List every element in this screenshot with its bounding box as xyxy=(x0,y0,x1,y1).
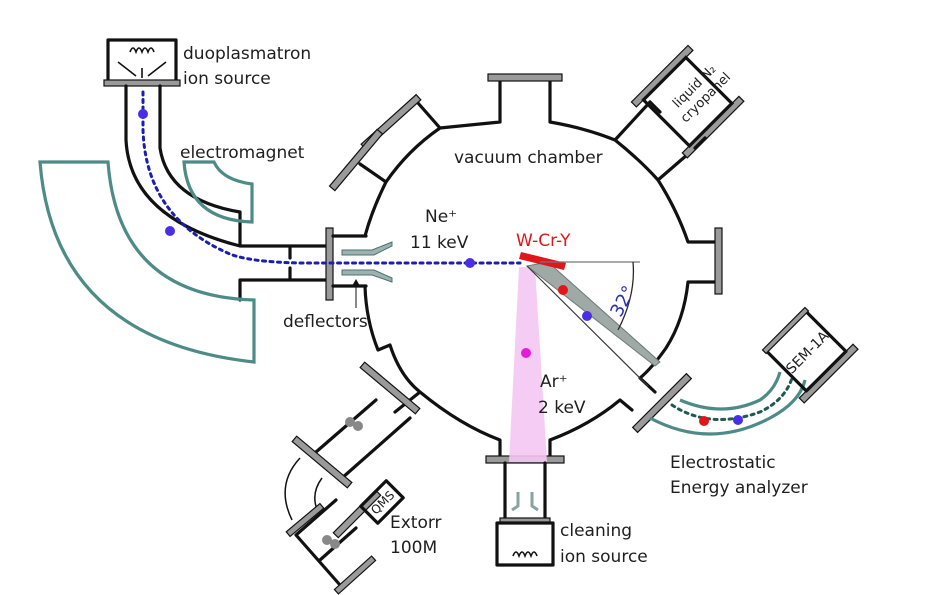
electromagnet-outer-pole xyxy=(38,160,256,364)
sem-flange-upper xyxy=(761,306,810,355)
gas-molecule-icon xyxy=(345,417,363,431)
scattered-particle-blue xyxy=(582,311,592,321)
duoplasmatron-flange xyxy=(103,79,181,87)
analyzer-sightline xyxy=(526,265,649,387)
electromagnet-label: electromagnet xyxy=(180,143,305,163)
analyzer-label-line2: Energy analyzer xyxy=(670,478,808,498)
svg-text:32°: 32° xyxy=(606,282,640,320)
ar-energy-label: 2 keV xyxy=(538,398,586,418)
cleaning-source-walls xyxy=(503,461,547,522)
cleaning-source-label-line1: cleaning xyxy=(560,521,632,541)
analyzer-entry-flange xyxy=(631,372,693,434)
scattered-beam-cone xyxy=(525,261,661,367)
ar-particle xyxy=(521,348,531,358)
cryopanel-port-walls xyxy=(648,100,707,150)
deflector-pointer-arrowhead xyxy=(352,279,360,286)
deflector-plates xyxy=(341,241,393,283)
deflectors-label: deflectors xyxy=(283,312,368,332)
extorr-label-line2: 100M xyxy=(390,538,437,558)
cleaning-source-label-line2: ion source xyxy=(560,547,648,567)
ne-ion-beam xyxy=(141,90,522,265)
gauge-lower-flange xyxy=(285,502,325,538)
ar-ion-label: Ar⁺ xyxy=(540,372,568,392)
flange-left-upper xyxy=(328,128,384,192)
qms-box: QMS xyxy=(359,479,405,525)
coil-filament-icon xyxy=(129,47,155,55)
analyzer-inner-electrode xyxy=(679,371,782,411)
duoplasmatron-label-line1: duoplasmatron xyxy=(183,44,311,64)
ne-particle-magnet xyxy=(165,226,175,236)
analyzer-outer-electrode xyxy=(649,379,807,436)
analyzer-beam-path xyxy=(670,376,794,422)
gauge-port-flange xyxy=(359,361,421,415)
flange-right xyxy=(714,227,723,295)
vacuum-chamber-label: vacuum chamber xyxy=(454,148,603,168)
ne-energy-label: 11 keV xyxy=(410,233,469,253)
gauge-tube xyxy=(314,398,412,480)
ar-ion-beam xyxy=(509,267,547,462)
entry-port-walls xyxy=(331,234,368,288)
extraction-electrodes xyxy=(117,61,167,78)
analyzer-label-line1: Electrostatic xyxy=(670,453,776,473)
electromagnet-inner-pole xyxy=(182,160,254,224)
beamline-tube xyxy=(124,84,328,302)
ne-particle-source xyxy=(138,109,148,119)
flange-top xyxy=(487,73,563,82)
duoplasmatron-label-line2: ion source xyxy=(183,69,271,89)
scattered-particle-red xyxy=(558,285,568,295)
ne-ion-label: Ne⁺ xyxy=(425,207,457,227)
analyzer-particle-red xyxy=(699,416,709,426)
target-sample xyxy=(519,252,566,270)
cryopanel-assembly xyxy=(630,44,745,159)
angle-arc xyxy=(617,261,635,331)
qms-flange xyxy=(332,489,382,539)
extorr-label-line1: Extorr xyxy=(390,513,442,533)
cryopanel-body xyxy=(641,55,735,149)
gauge-mid-flange xyxy=(291,435,353,489)
cleaning-source-housing xyxy=(495,521,555,567)
duoplasmatron-ion-source xyxy=(103,38,181,87)
vacuum-chamber-wall xyxy=(358,78,717,460)
gas-molecule-icon-2 xyxy=(322,535,340,549)
cleaning-source-filament-icon xyxy=(512,551,538,559)
target-label: W-Cr-Y xyxy=(516,231,571,251)
angle-label: 32° xyxy=(606,282,640,320)
extorr-lower-flange xyxy=(333,555,377,595)
ne-particle-chamber xyxy=(465,258,475,268)
analyzer-particle-blue xyxy=(733,415,743,425)
cleaning-source-electrodes xyxy=(511,492,539,512)
